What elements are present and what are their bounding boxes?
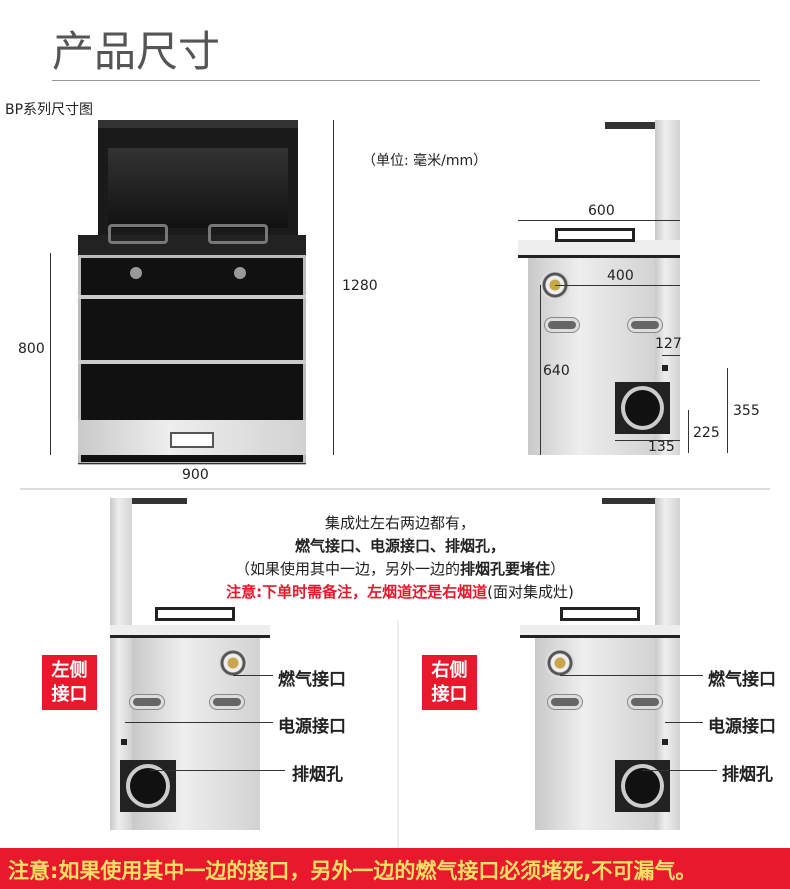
section-divider xyxy=(20,488,770,490)
dim-exhaust-width: 135 xyxy=(648,439,675,455)
dim-exhaust-bottom: 225 xyxy=(693,425,720,441)
left-config-stove xyxy=(110,498,132,830)
right-gas-label: 燃气接口 xyxy=(708,670,776,690)
page-title: 产品尺寸 xyxy=(52,27,221,76)
left-exhaust-label: 排烟孔 xyxy=(292,765,343,785)
notice-line-4: 注意:下单时需备注，左烟道还是右烟道(面对集成灶) xyxy=(226,583,574,601)
footer-banner: 注意:如果使用其中一边的接口，另外一边的燃气接口必须堵死,不可漏气。 xyxy=(0,848,790,889)
footer-text: 注意:如果使用其中一边的接口，另外一边的燃气接口必须堵死,不可漏气。 xyxy=(8,859,697,883)
right-power-label: 电源接口 xyxy=(708,717,776,737)
left-gas-label: 燃气接口 xyxy=(278,670,346,690)
series-label: BP系列尺寸图 xyxy=(5,102,94,118)
right-badge: 右侧接口 xyxy=(422,655,477,710)
dim-height-total: 1280 xyxy=(342,278,378,294)
dim-gas-offset: 400 xyxy=(607,268,634,284)
dim-power-offset: 127 xyxy=(655,336,682,352)
dim-gas-height: 640 xyxy=(543,363,570,379)
front-view-stove xyxy=(78,120,306,465)
notice-text: 集成灶左右两边都有， 燃气接口、电源接口、排烟孔， （如果使用其中一边，另外一边… xyxy=(180,512,620,604)
left-badge: 左侧接口 xyxy=(42,655,97,710)
left-power-label: 电源接口 xyxy=(278,717,346,737)
notice-line-1: 集成灶左右两边都有， xyxy=(324,514,475,532)
dim-exhaust-height: 355 xyxy=(733,403,760,419)
notice-line-2: 燃气接口、电源接口、排烟孔， xyxy=(294,537,505,555)
dim-height-body: 800 xyxy=(18,341,45,357)
notice-line-3: （如果使用其中一边，另外一边的排烟孔要堵住） xyxy=(234,560,566,578)
dim-width: 900 xyxy=(182,467,209,483)
title-divider xyxy=(52,80,760,81)
right-exhaust-label: 排烟孔 xyxy=(722,765,773,785)
unit-note: （单位: 毫米/mm） xyxy=(362,153,488,169)
dim-side-depth: 600 xyxy=(588,203,615,219)
vertical-divider xyxy=(397,620,399,850)
